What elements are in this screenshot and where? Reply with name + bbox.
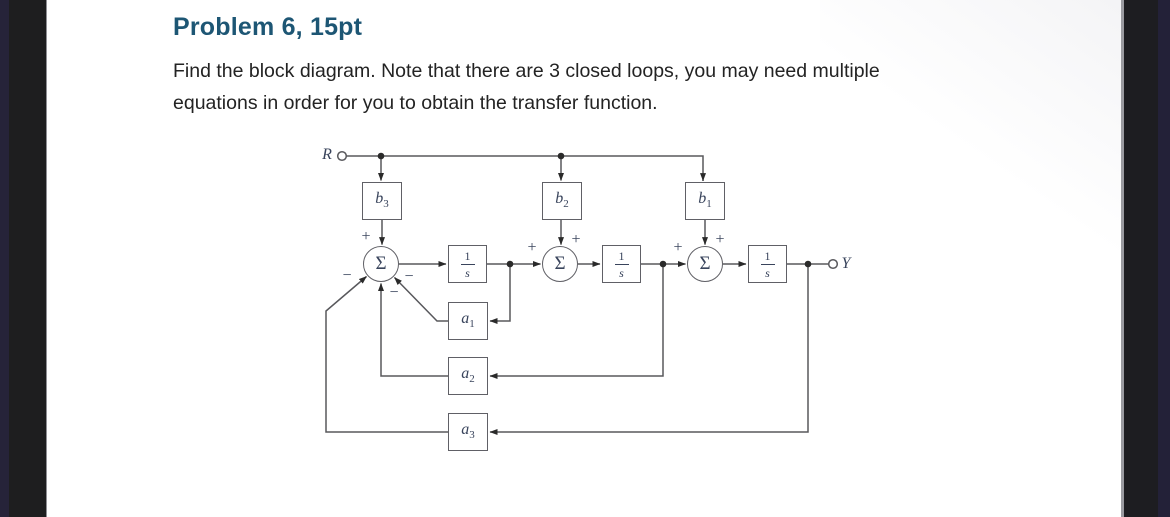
branch-node-dot <box>557 152 565 160</box>
branch-node-dot <box>377 152 385 160</box>
right-dark-bar <box>1124 0 1158 517</box>
gain-label-b2: b2 <box>555 190 569 211</box>
sign-sum1-bottom: − <box>389 284 399 301</box>
tap-to-a2-line <box>489 264 664 379</box>
gain-label-b1: b1 <box>698 190 712 211</box>
integrator-fraction: 1 s <box>614 250 629 279</box>
sign-sum1-top: + <box>361 228 371 245</box>
integrator-fraction: 1 s <box>460 250 475 279</box>
sign-sum1-left: − <box>342 267 352 284</box>
gain-label-b3: b3 <box>375 190 389 211</box>
sign-sum3-top: + <box>715 231 725 248</box>
gain-block-b2: b2 <box>542 182 582 220</box>
gain-label-a3: a3 <box>461 421 475 442</box>
gain-label-a1: a1 <box>461 310 475 331</box>
problem-statement: Find the block diagram. Note that there … <box>173 55 880 119</box>
feedback-block-a1: a1 <box>448 302 488 340</box>
sign-sum2-left: + <box>527 239 537 256</box>
summing-junction-2: Σ <box>542 246 578 282</box>
problem-statement-line2: equations in order for you to obtain the… <box>173 92 658 114</box>
tap-to-a1-line <box>489 264 511 324</box>
output-label: Y <box>841 255 851 272</box>
right-navy-edge <box>1158 0 1170 517</box>
gain-block-b1: b1 <box>685 182 725 220</box>
sigma-symbol: Σ <box>699 252 711 274</box>
integrator-block-2: 1 s <box>602 245 641 283</box>
page-title: Problem 6, 15pt <box>173 13 363 41</box>
sign-sum1-right: − <box>404 268 414 285</box>
feedback-block-a3: a3 <box>448 413 488 451</box>
top-rail-line <box>346 155 704 181</box>
sigma-symbol: Σ <box>554 252 566 274</box>
feedback-block-a2: a2 <box>448 357 488 395</box>
gain-label-a2: a2 <box>461 365 475 386</box>
sign-sum2-top: + <box>571 231 581 248</box>
summing-junction-3: Σ <box>687 246 723 282</box>
branch-node-dot <box>506 260 514 268</box>
branch-node-dot <box>804 260 812 268</box>
sigma-symbol: Σ <box>375 252 387 274</box>
a1-return-line <box>393 276 448 322</box>
left-navy-edge <box>0 0 9 517</box>
left-dark-bar <box>9 0 47 517</box>
integrator-fraction: 1 s <box>760 250 775 279</box>
sign-sum3-left: + <box>673 239 683 256</box>
gain-block-b3: b3 <box>362 182 402 220</box>
input-terminal-circle <box>336 150 348 162</box>
integrator-block-3: 1 s <box>748 245 787 283</box>
summing-junction-1: Σ <box>363 246 399 282</box>
input-label: R <box>322 146 332 163</box>
a2-return-line <box>378 283 448 377</box>
a3-return-line <box>325 275 448 433</box>
branch-node-dot <box>659 260 667 268</box>
output-terminal-circle <box>827 258 839 270</box>
problem-statement-line1: Find the block diagram. Note that there … <box>173 60 880 82</box>
integrator-block-1: 1 s <box>448 245 487 283</box>
tap-to-a3-line <box>489 264 809 435</box>
right-divider-line <box>1121 0 1124 517</box>
